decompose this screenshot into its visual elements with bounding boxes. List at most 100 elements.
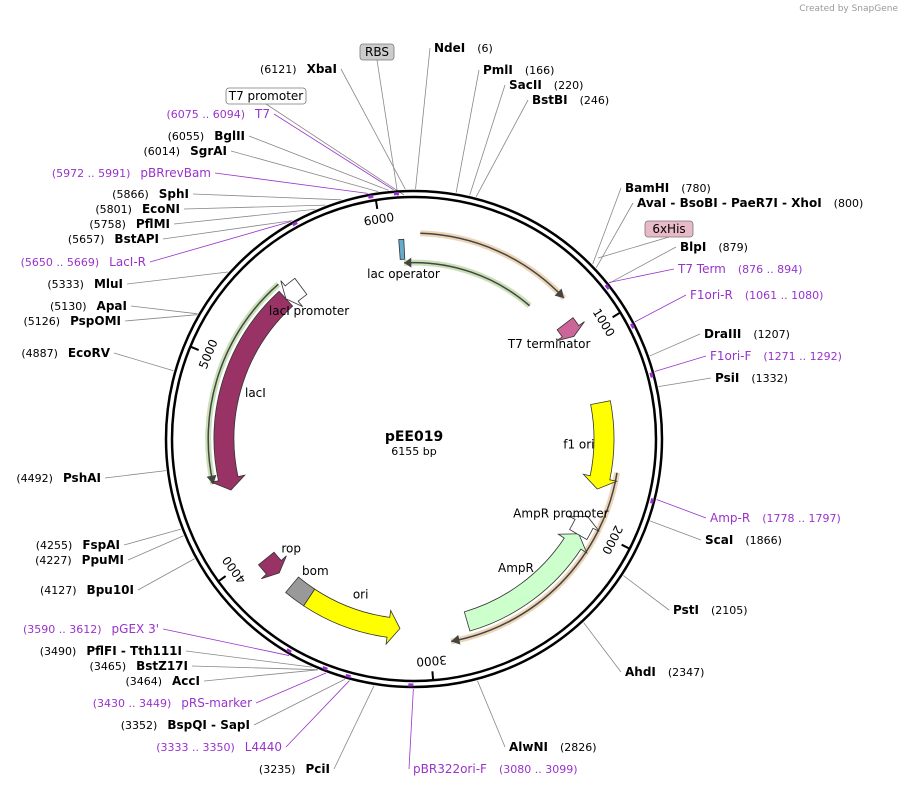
site-coord: (1332) bbox=[751, 372, 788, 385]
site-coord: (3490) bbox=[40, 645, 77, 658]
feature-t7-terminator[interactable] bbox=[556, 317, 585, 342]
leader-line bbox=[658, 377, 712, 388]
site-pbr322ori-f: pBR322ori-F(3080 .. 3099) bbox=[413, 762, 578, 776]
site-coord: (3464) bbox=[125, 675, 162, 688]
leader-line bbox=[597, 236, 670, 259]
site-amp-r: Amp-R(1778 .. 1797) bbox=[710, 511, 841, 525]
site-fspai: (4255)FspAI bbox=[36, 538, 120, 552]
feature-ampr[interactable] bbox=[463, 533, 588, 632]
site-sphi: (5866) SphI bbox=[112, 187, 189, 201]
site-name: PshAI bbox=[63, 471, 101, 485]
leader-line bbox=[654, 355, 707, 372]
primer-mark bbox=[368, 194, 374, 199]
site-coord: (876 .. 894) bbox=[738, 263, 803, 276]
site-name: PflFI - Tth111I bbox=[86, 644, 182, 658]
feature-rop[interactable] bbox=[257, 551, 287, 580]
site-pcii: (3235)PciI bbox=[259, 762, 330, 776]
site-name: SacII bbox=[509, 78, 542, 92]
leader-line bbox=[595, 202, 634, 269]
site-coord: (4227) bbox=[35, 554, 72, 567]
leader-line bbox=[608, 268, 675, 283]
leader-line bbox=[455, 69, 480, 193]
site-bspqi-sapi: (3352)BspQI - SapI bbox=[121, 718, 250, 732]
site-coord: (1207) bbox=[753, 328, 790, 341]
feature-bom[interactable] bbox=[285, 576, 316, 607]
site-name: BspQI - SapI bbox=[167, 718, 250, 732]
site-name: SphI bbox=[159, 187, 189, 201]
tick-label: 6000 bbox=[363, 210, 395, 229]
site-coord: (5801) bbox=[95, 203, 132, 216]
site-coord: (1866) bbox=[745, 534, 782, 547]
orf-arc bbox=[207, 283, 279, 485]
leader-line bbox=[130, 305, 198, 315]
site-f1ori-r: F1ori-R(1061 .. 1080) bbox=[690, 288, 823, 302]
leader-line bbox=[376, 59, 399, 197]
site-t7: (6075 .. 6094)T7 bbox=[166, 107, 270, 121]
leader-line bbox=[623, 575, 670, 611]
tick-mark bbox=[374, 199, 379, 210]
site-coord: (3465) bbox=[90, 660, 127, 673]
site-bpu10i: (4127)Bpu10I bbox=[40, 583, 134, 597]
site-l4440: (3333 .. 3350)L4440 bbox=[156, 740, 282, 754]
site-name: EcoNI bbox=[142, 202, 180, 216]
site-bamhi: BamHI(780) bbox=[625, 181, 711, 195]
leader-line bbox=[192, 193, 342, 201]
primer-mark bbox=[649, 498, 655, 504]
primer-mark bbox=[604, 284, 611, 290]
orf-arrowhead bbox=[451, 634, 461, 645]
site-mlui: (5333)MluI bbox=[47, 277, 123, 291]
feature-laci[interactable] bbox=[210, 290, 294, 491]
leader-line bbox=[634, 294, 687, 323]
site-coord: (5650 .. 5669) bbox=[21, 256, 100, 269]
site-t7-term: T7 Term (876 .. 894) bbox=[677, 262, 802, 276]
site-name: PpuMI bbox=[82, 553, 124, 567]
site-labels: NdeI(6)PmlI(166)SacII(220)BstBI(246)BamH… bbox=[16, 41, 863, 776]
site-name: DraIII bbox=[704, 327, 741, 341]
leader-line bbox=[137, 558, 195, 591]
site-coord: (4127) bbox=[40, 584, 77, 597]
leader-line bbox=[149, 221, 291, 263]
feature-label-laci: lacI bbox=[245, 386, 266, 400]
feature-lac-operator[interactable] bbox=[398, 238, 406, 260]
leader-line bbox=[475, 99, 529, 198]
site-name: FspAI bbox=[82, 538, 120, 552]
leader-line bbox=[592, 187, 622, 265]
feature-ori[interactable] bbox=[303, 588, 401, 646]
site-coord: (879) bbox=[718, 241, 748, 254]
primer-mark bbox=[345, 673, 351, 679]
leader-line bbox=[113, 352, 174, 372]
leader-line bbox=[183, 204, 326, 210]
site-name: F1ori-F bbox=[710, 349, 751, 363]
feature-f1-ori[interactable] bbox=[582, 400, 619, 490]
tick-label: 2000 bbox=[599, 523, 625, 557]
feature-label-f1-ori: f1 ori bbox=[563, 438, 594, 452]
site-pflmi: (5758)PflMI bbox=[89, 217, 170, 231]
site-econi: (5801) EcoNI bbox=[95, 202, 180, 216]
leader-line bbox=[162, 628, 290, 656]
site-name: NdeI bbox=[434, 41, 465, 55]
site-name: AvaI - BsoBI - PaeR7I - XhoI bbox=[637, 196, 822, 210]
orf-arc bbox=[450, 472, 618, 643]
leader-line bbox=[104, 470, 167, 479]
feature-ampr-promoter[interactable] bbox=[568, 515, 600, 541]
feature-label-ampr: AmpR bbox=[498, 561, 534, 575]
site-name: BamHI bbox=[625, 181, 669, 195]
orf-arrowhead bbox=[404, 257, 412, 268]
site-name: AhdI bbox=[625, 665, 656, 679]
site-name: T7 Term bbox=[677, 262, 726, 276]
leader-line bbox=[203, 669, 318, 682]
orf-arcs bbox=[205, 230, 620, 645]
site-coord: (5866) bbox=[112, 188, 149, 201]
leader-line bbox=[173, 208, 316, 225]
leader-line bbox=[469, 84, 506, 196]
tick-label: 4000 bbox=[219, 553, 248, 586]
site-bstz17i: (3465)BstZ17I bbox=[90, 659, 188, 673]
feature-laci-promoter[interactable] bbox=[280, 277, 308, 307]
plasmid-size: 6155 bp bbox=[391, 445, 436, 458]
site-ecorv: (4887)EcoRV bbox=[21, 346, 110, 360]
site-name: BlpI bbox=[680, 240, 706, 254]
site-name: BstBI bbox=[532, 93, 568, 107]
site-name: ApaI bbox=[97, 299, 127, 313]
site-coord: (5657) bbox=[68, 233, 105, 246]
